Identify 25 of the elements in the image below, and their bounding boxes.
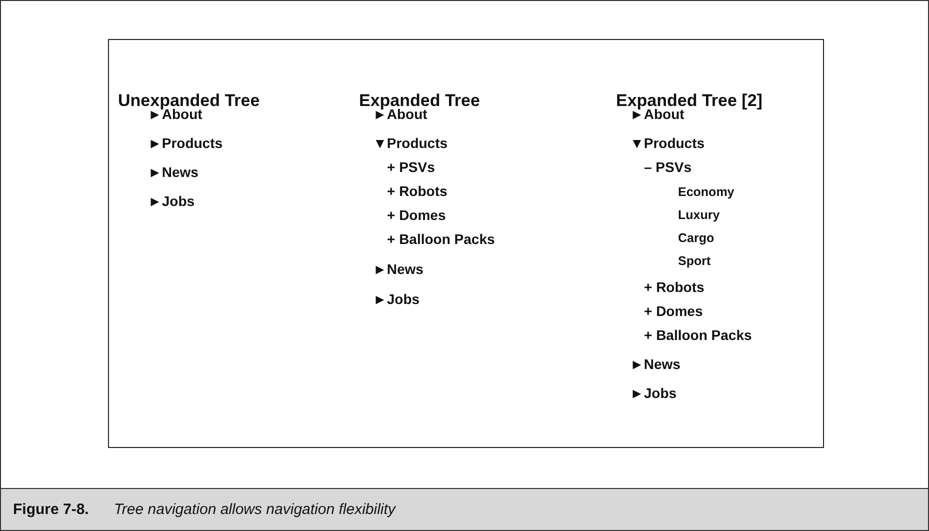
tree-item: Cargo <box>678 231 714 245</box>
tree-item: – PSVs <box>644 159 692 175</box>
tree-heading: Expanded Tree [2] <box>616 91 762 110</box>
tree-item: ►Jobs <box>148 193 195 209</box>
tree-item: Economy <box>678 185 734 199</box>
tree-item: ►Jobs <box>373 291 420 307</box>
tree-heading: Unexpanded Tree <box>118 91 260 110</box>
tree-item: + Domes <box>387 207 446 223</box>
tree-item: ►Products <box>148 135 223 151</box>
tree-item: ►News <box>148 164 198 180</box>
tree-item: + Balloon Packs <box>644 327 752 343</box>
tree-item: ►News <box>373 261 424 277</box>
tree-item: + Robots <box>644 279 704 295</box>
tree-item: + Robots <box>387 183 448 199</box>
tree-item: ►News <box>630 356 680 372</box>
tree-item: + Domes <box>644 303 703 319</box>
tree-item: Luxury <box>678 208 720 222</box>
tree-item: ▼Products <box>373 135 448 151</box>
tree-item: Sport <box>678 254 711 268</box>
tree-item: ►Jobs <box>630 385 677 401</box>
tree-item: + PSVs <box>387 159 435 175</box>
tree-heading: Expanded Tree <box>359 91 480 110</box>
tree-item: ▼Products <box>630 135 705 151</box>
figure-caption: Figure 7-8. Tree navigation allows navigation flexibility <box>13 501 396 518</box>
tree-item: + Balloon Packs <box>387 231 495 247</box>
